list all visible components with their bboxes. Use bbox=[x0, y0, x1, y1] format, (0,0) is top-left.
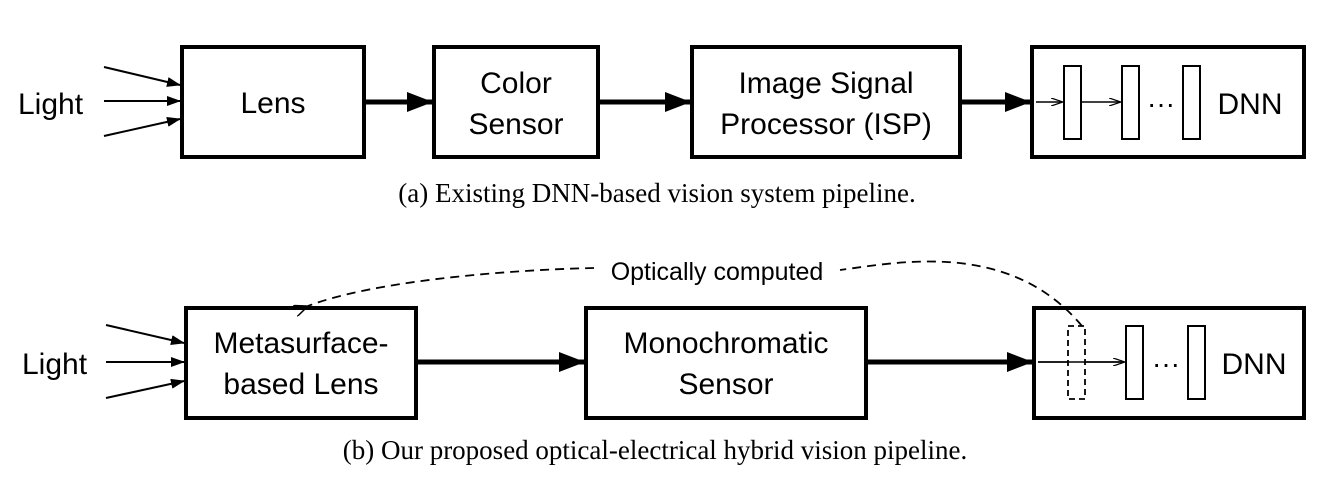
color-sensor-label-line2: Sensor bbox=[468, 108, 563, 141]
metasurface-lens-box bbox=[184, 306, 418, 420]
top-dnn-ellipsis: ··· bbox=[1147, 88, 1175, 119]
bottom-dnn-label: DNN bbox=[1222, 348, 1287, 381]
top-dnn-label: DNN bbox=[1218, 88, 1283, 121]
isp-label-line1: Image Signal bbox=[738, 67, 913, 100]
monochromatic-sensor-label-line2: Sensor bbox=[678, 368, 773, 401]
metasurface-lens-label-line1: Metasurface- bbox=[213, 327, 388, 360]
optically-computed-label: Optically computed bbox=[611, 258, 824, 286]
top-light-ray-1 bbox=[103, 66, 181, 87]
bottom-dnn-layer-2 bbox=[1125, 325, 1144, 400]
top-dnn-layer-3 bbox=[1182, 65, 1201, 140]
top-lens-label: Lens bbox=[240, 87, 305, 120]
caption-a: (a) Existing DNN-based vision system pip… bbox=[398, 178, 915, 208]
monochromatic-sensor-label-line1: Monochromatic bbox=[623, 327, 828, 360]
top-dnn-layer-1 bbox=[1063, 65, 1082, 140]
top-light-label: Light bbox=[18, 88, 84, 121]
color-sensor-box bbox=[432, 45, 600, 159]
monochromatic-sensor-box bbox=[584, 306, 868, 420]
top-light-ray-3 bbox=[103, 116, 181, 137]
isp-box bbox=[690, 45, 962, 159]
top-dnn-layer-2 bbox=[1121, 65, 1140, 140]
top-dnn-box bbox=[1030, 45, 1306, 159]
bottom-pipeline: Light Metasurface- based Lens Monochroma… bbox=[22, 258, 1306, 465]
optical-curve-left bbox=[308, 267, 595, 306]
top-pipeline: Light Lens Color Sensor Image Signal Pro… bbox=[18, 45, 1306, 208]
bottom-dnn-ellipsis: ··· bbox=[1152, 348, 1180, 379]
bottom-dnn-layer-3 bbox=[1187, 325, 1206, 400]
color-sensor-label-line1: Color bbox=[480, 67, 552, 100]
bottom-light-label: Light bbox=[22, 348, 88, 381]
bottom-light-ray-3 bbox=[105, 378, 185, 399]
metasurface-lens-label-line2: based Lens bbox=[223, 368, 378, 401]
isp-label-line2: Processor (ISP) bbox=[720, 108, 932, 141]
optical-curve-right bbox=[839, 260, 1083, 327]
bottom-light-ray-1 bbox=[105, 324, 185, 345]
caption-b: (b) Our proposed optical-electrical hybr… bbox=[343, 435, 968, 465]
top-lens-box bbox=[180, 45, 366, 159]
bottom-dnn-box bbox=[1032, 306, 1306, 420]
